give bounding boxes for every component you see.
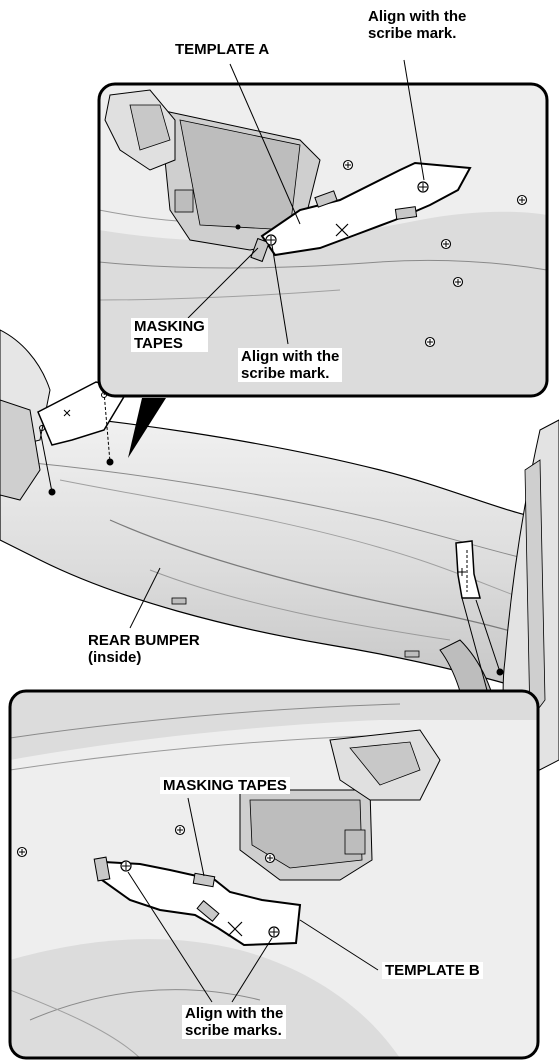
masking-tape-icon [93,856,220,922]
scribe-mark-icon [16,824,280,938]
center-cross-icon [227,921,243,937]
leader-template-a [229,63,301,225]
align-with-scribe-mark-label-mid: Align with the scribe mark. [238,348,343,382]
rear-bumper-leader [129,567,161,629]
template-a-on-bumper [37,381,130,496]
rear-bumper-label: REAR BUMPER (inside) [88,632,200,666]
leader-align-bottom-2 [231,937,273,1003]
detail-panel-b [8,689,540,1060]
leader-align-top [403,59,425,181]
leader-align-bottom-1 [127,871,213,1003]
callout-wedge-a [128,398,166,458]
align-with-scribe-mark-label-top: Align with the scribe mark. [368,8,467,42]
template-a-label: TEMPLATE A [175,41,270,58]
template-b-label: TEMPLATE B [382,962,483,979]
masking-tapes-label-a: MASKING TAPES [131,318,208,352]
scribe-mark-icon [265,159,528,348]
leader-align-mid [271,244,289,345]
detail-panel-a [97,82,549,398]
leader-template-b [299,919,379,971]
masking-tape-icon [250,190,418,263]
masking-tapes-label-b: MASKING TAPES [160,777,290,794]
center-cross-icon [335,223,349,237]
leader-masking-a [187,247,259,319]
leader-masking-b [187,797,205,877]
align-with-scribe-marks-label-bottom: Align with the scribe marks. [182,1005,287,1039]
